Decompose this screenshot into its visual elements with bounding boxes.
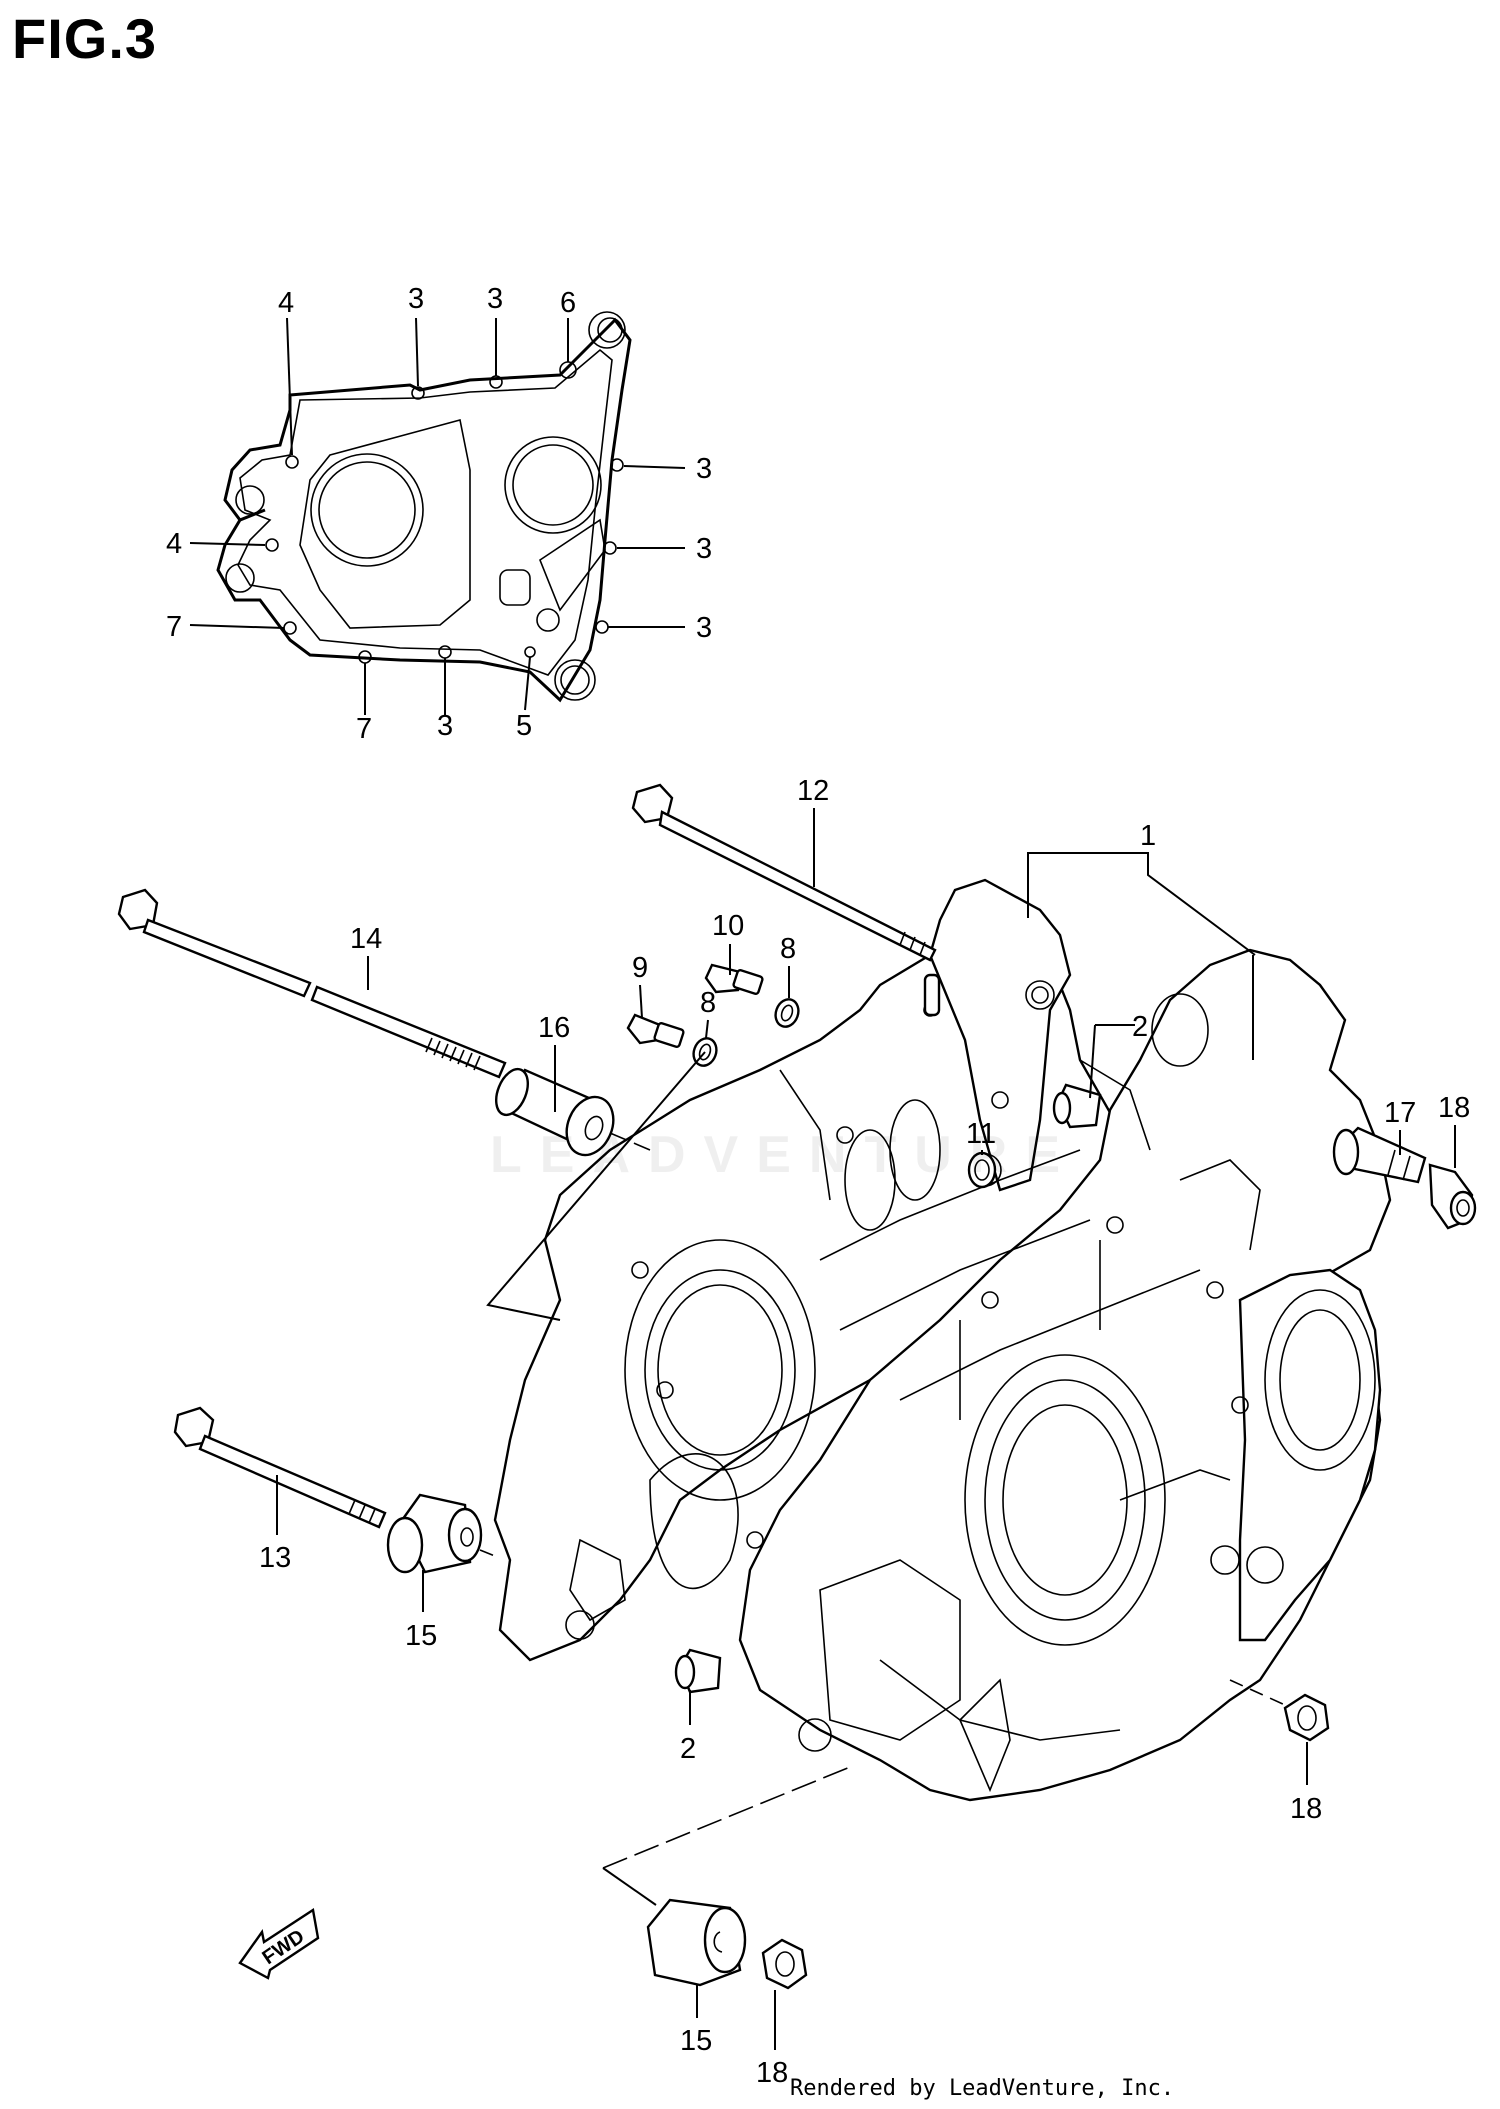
collar-15-upper: [386, 1493, 483, 1574]
bolt-17: [1332, 1126, 1427, 1184]
callout-3: 3: [437, 710, 453, 742]
callout-7: 7: [166, 611, 182, 643]
callout-3: 3: [408, 283, 424, 315]
figure-title: FIG.3: [12, 7, 158, 70]
callout-10: 10: [712, 910, 744, 942]
callout-1: 1: [1140, 820, 1156, 852]
nut-18-upper: [1428, 1163, 1477, 1230]
callout-labels: 4 3 3 6 3 4 3 7 3 7 3 5 12 1 14 10 9 8 8…: [166, 283, 1470, 2089]
bolt-14: [117, 888, 507, 1079]
callout-8: 8: [700, 987, 716, 1019]
callout-2: 2: [680, 1733, 696, 1765]
plug-10: [704, 963, 764, 995]
bolt-12: [631, 783, 937, 962]
watermark: LEADVENTURE: [490, 1126, 1079, 1184]
callout-7: 7: [356, 713, 372, 745]
callout-18: 18: [1290, 1793, 1322, 1825]
crankcase-assembly: [493, 878, 1392, 1802]
callout-3: 3: [696, 453, 712, 485]
render-credit: Rendered by LeadVenture, Inc.: [790, 2076, 1175, 2101]
callout-6: 6: [560, 287, 576, 319]
main-leaders: [276, 808, 1456, 2050]
callout-11: 11: [966, 1118, 996, 1150]
collar-15-lower: [646, 1898, 747, 1987]
nut-18-lower: [761, 1938, 808, 1990]
plug-9: [626, 1013, 685, 1048]
o-ring-8-upper: [774, 998, 800, 1028]
bolt-13: [173, 1406, 387, 1529]
callout-12: 12: [797, 775, 829, 807]
forward-arrow-icon: FWD: [238, 1908, 320, 1980]
callout-9: 9: [632, 952, 648, 984]
callout-15: 15: [680, 2025, 712, 2057]
callout-13: 13: [259, 1542, 291, 1574]
crankcase-gasket: [216, 311, 632, 703]
callout-18: 18: [756, 2057, 788, 2089]
callout-5: 5: [516, 710, 532, 742]
nut-18-middle: [1283, 1693, 1330, 1742]
callout-18: 18: [1438, 1092, 1470, 1124]
callout-2: 2: [1132, 1011, 1148, 1043]
callout-16: 16: [538, 1012, 570, 1044]
callout-3: 3: [487, 283, 503, 315]
callout-15: 15: [405, 1620, 437, 1652]
callout-3: 3: [696, 612, 712, 644]
callout-3: 3: [696, 533, 712, 565]
callout-17: 17: [1384, 1097, 1416, 1129]
dowel-2-lower: [674, 1648, 722, 1694]
callout-4: 4: [166, 528, 182, 560]
gasket-leaders: [189, 317, 686, 715]
callout-14: 14: [350, 923, 382, 955]
callout-4: 4: [278, 287, 294, 319]
callout-8: 8: [780, 933, 796, 965]
